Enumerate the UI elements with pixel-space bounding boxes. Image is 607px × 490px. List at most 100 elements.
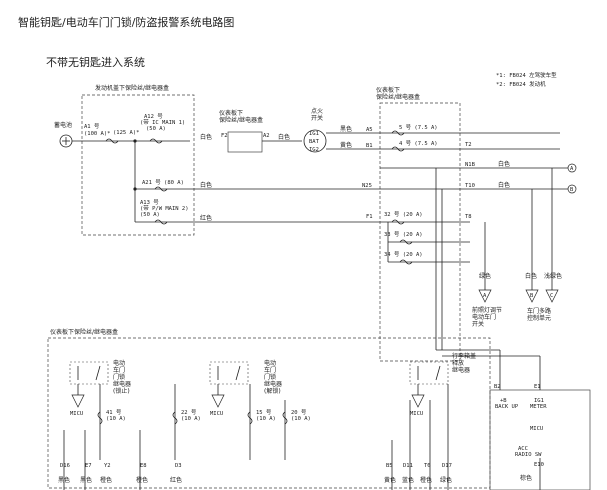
term-d16: D16 bbox=[60, 463, 70, 469]
relay-unlock bbox=[209, 361, 249, 408]
relay-lock-label: 电动车门门锁继电器(锁止) bbox=[113, 359, 131, 395]
wire-label-14: 黑色 bbox=[80, 476, 92, 484]
dash-right-label: 仪表板下保险丝/继电器盒 bbox=[376, 86, 420, 101]
door-module-label: 车门多路控制单元 bbox=[527, 307, 551, 322]
term-n1b: N1B bbox=[465, 162, 476, 168]
wire-label-15: 橙色 bbox=[100, 476, 112, 484]
note-1: *1: FB024 左驾驶车型 bbox=[496, 71, 557, 79]
dash-right-box bbox=[379, 102, 461, 362]
fuse-32-label: 32 号 (20 A) bbox=[384, 211, 423, 218]
relay-trunk bbox=[409, 361, 449, 408]
connector-c-arrow bbox=[545, 289, 559, 303]
term-n25: N25 bbox=[362, 183, 372, 189]
connector-b-letter: B bbox=[570, 187, 574, 193]
wire-label-11: 浅绿色 bbox=[544, 272, 562, 280]
connector-b-circle bbox=[567, 184, 577, 194]
term-f2: F2 bbox=[221, 133, 228, 139]
term-f1: F1 bbox=[366, 214, 373, 220]
wire-label-18: 黄色 bbox=[384, 476, 396, 484]
term-e1: E1 bbox=[534, 384, 541, 390]
wire-label-3: 红色 bbox=[200, 214, 212, 222]
connector-a-circle bbox=[567, 163, 577, 173]
fuse-34-label: 34 号 (20 A) bbox=[384, 251, 423, 258]
fuse-5-label: 5 号 (7.5 A) bbox=[399, 124, 438, 131]
term-d17: D17 bbox=[442, 463, 452, 469]
micu-tag-2: MICU bbox=[210, 411, 223, 417]
wire-label-13: 黑色 bbox=[58, 476, 70, 484]
dash-upper-label: 仪表板下保险丝/继电器盒 bbox=[219, 109, 263, 124]
wire-label-7: 白色 bbox=[498, 160, 510, 168]
connector-a-letter: A bbox=[570, 166, 574, 172]
micu-module-label: MICU bbox=[530, 426, 543, 432]
connector-a-arrow bbox=[478, 289, 492, 303]
relay-unlock-label: 电动车门门锁继电器(解锁) bbox=[264, 359, 282, 395]
wire-label-16: 橙色 bbox=[136, 476, 148, 484]
battery-label: 蓄电池 bbox=[54, 121, 72, 129]
fuse-15-label: 15 号(10 A) bbox=[256, 409, 276, 422]
connector-c-arrow-letter: C bbox=[550, 293, 553, 299]
term-t6: T6 bbox=[424, 463, 431, 469]
fuse-33-label: 33 号 (20 A) bbox=[384, 231, 423, 238]
term-a5: A5 bbox=[366, 127, 373, 133]
fuse-a12-label: A12 号(带 IC MAIN 1)(50 A) bbox=[140, 113, 185, 132]
term-e10: E10 bbox=[534, 462, 544, 468]
micu-tag-3: MICU bbox=[410, 411, 423, 417]
relay-trunk-label: 行李箱盖释放继电器 bbox=[452, 352, 476, 374]
term-y2: Y2 bbox=[104, 463, 111, 469]
micu-tag-1: MICU bbox=[70, 411, 83, 417]
term-bat: BAT bbox=[309, 139, 320, 145]
fuse-20-label: 20 号(10 A) bbox=[291, 409, 311, 422]
term-b5: B5 bbox=[386, 463, 393, 469]
wire-label-2: 白色 bbox=[200, 181, 212, 189]
term-d11: D11 bbox=[403, 463, 413, 469]
fuse-4-label: 4 号 (7.5 A) bbox=[399, 140, 438, 147]
note-2: *2: FB024 发动机 bbox=[496, 80, 546, 88]
term-t8: T8 bbox=[465, 214, 472, 220]
dash-upper-box bbox=[227, 131, 263, 153]
fuse-a13-label: A13 号(带 P/W MAIN 2)(50 A) bbox=[140, 199, 189, 218]
term-t10: T10 bbox=[465, 183, 475, 189]
wire-label-1: 白色 bbox=[200, 133, 212, 141]
ignition-label: 点火开关 bbox=[311, 107, 323, 122]
fuse-41-label: 41 号(10 A) bbox=[106, 409, 126, 422]
term-b1: B1 bbox=[366, 143, 373, 149]
term-ig1: IG1 bbox=[309, 131, 319, 137]
wire-label-5: 黑色 bbox=[340, 125, 352, 133]
wire-label-9: 绿色 bbox=[479, 272, 491, 280]
ignition-switch-icon bbox=[303, 129, 327, 153]
dash-lower-label: 仪表板下保险丝/继电器盒 bbox=[50, 328, 118, 336]
relay-lock bbox=[69, 361, 109, 408]
wire-label-20: 橙色 bbox=[420, 476, 432, 484]
wire-label-21: 绿色 bbox=[440, 476, 452, 484]
wire-label-19: 蓝色 bbox=[402, 476, 414, 484]
page-title: 智能钥匙/电动车门门锁/防盗报警系统电路图 bbox=[18, 16, 235, 29]
fuse-a17-label: (125 A)* bbox=[113, 130, 140, 136]
term-e7: E7 bbox=[85, 463, 92, 469]
page-subtitle: 不带无钥匙进入系统 bbox=[46, 56, 145, 69]
wire-label-4: 白色 bbox=[278, 133, 290, 141]
connector-b-arrow-letter: B bbox=[530, 293, 534, 299]
wire-label-12: 棕色 bbox=[520, 474, 532, 482]
wire-label-10: 白色 bbox=[525, 272, 537, 280]
term-t2: T2 bbox=[465, 142, 472, 148]
wire-label-8: 白色 bbox=[498, 181, 510, 189]
term-d3: D3 bbox=[175, 463, 182, 469]
wire-label-17: 红色 bbox=[170, 476, 182, 484]
fuse-a21-label: A21 号 (80 A) bbox=[142, 179, 184, 186]
underhood-box-label: 发动机盖下保险丝/继电器盒 bbox=[95, 84, 169, 92]
underhood-box bbox=[81, 94, 195, 236]
term-a2: A2 bbox=[263, 133, 270, 139]
fuse-a1-label: A1 号(100 A)* bbox=[84, 123, 111, 137]
term-ig2: IG2 bbox=[309, 147, 319, 153]
connector-b-arrow bbox=[525, 289, 539, 303]
fuse-22-label: 22 号(10 A) bbox=[181, 409, 201, 422]
door-switch-label: 前照灯调节电动车门开关 bbox=[472, 306, 502, 328]
term-b2: B2 bbox=[494, 384, 501, 390]
term-e8: E8 bbox=[140, 463, 147, 469]
wire-label-6: 黄色 bbox=[340, 141, 352, 149]
connector-a-arrow-letter: A bbox=[483, 293, 487, 299]
